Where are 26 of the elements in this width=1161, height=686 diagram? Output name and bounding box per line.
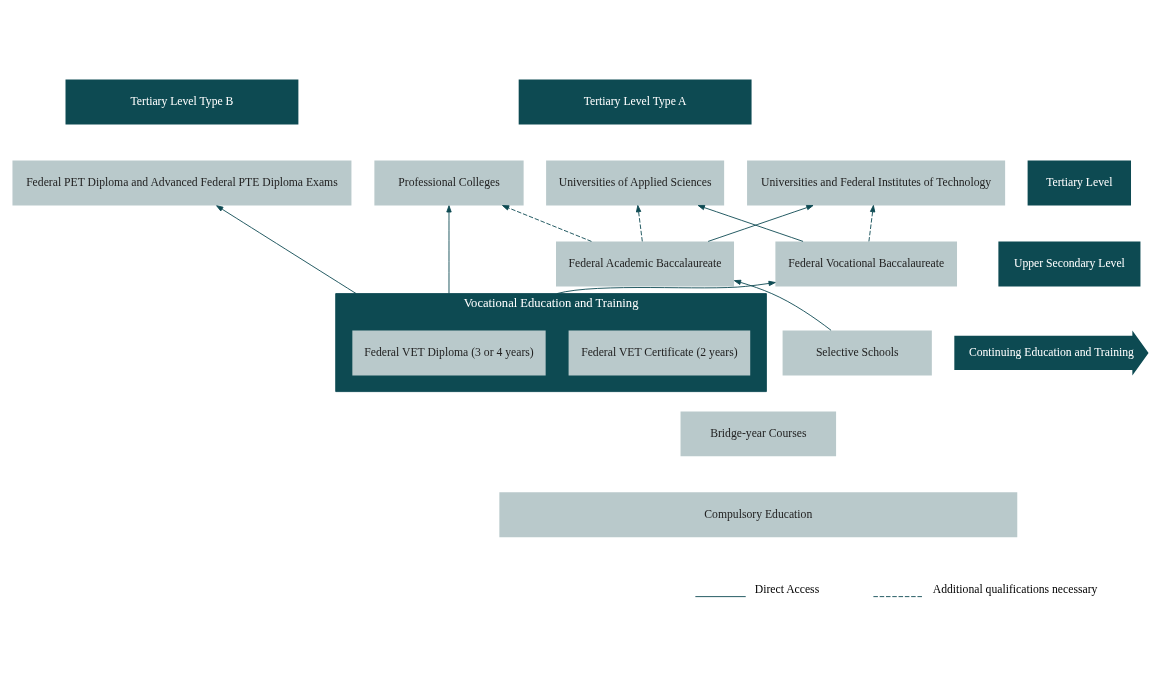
- node-box: Tertiary Level Type A: [518, 79, 752, 125]
- node-box: Tertiary Level Type B: [65, 79, 299, 125]
- arrow: [446, 204, 452, 294]
- node-box: Tertiary Level: [1027, 160, 1131, 205]
- node-box: Universities of Applied Sciences: [546, 160, 725, 205]
- node-box: Upper Secondary Level: [998, 240, 1141, 286]
- node-box: Federal Vocational Baccalaureate: [775, 240, 957, 286]
- node-box: Universities and Federal Institutes of Technology: [747, 160, 1006, 205]
- arrow: [216, 204, 357, 294]
- node-box: Bridge-year Courses: [680, 410, 837, 456]
- arrow: [502, 204, 592, 242]
- arrow: [707, 204, 814, 242]
- arrow: [868, 204, 876, 242]
- legend-label: Additional qualifications necessary: [932, 582, 1098, 596]
- node-box: Federal Academic Baccalaureate: [556, 240, 735, 286]
- node-box: Federal PET Diploma and Advanced Federal PTE Diploma Exams: [12, 160, 352, 205]
- arrow: [697, 204, 804, 242]
- node-box: Compulsory Education: [499, 491, 1018, 537]
- node-box: Selective Schools: [782, 329, 932, 375]
- node-box: Professional Colleges: [374, 160, 524, 205]
- arrow: [635, 204, 643, 242]
- arrow: [556, 280, 776, 294]
- node-box: Federal VET Diploma (3 or 4 years): [352, 329, 546, 375]
- legend-label: Direct Access: [754, 582, 820, 596]
- arrow: [733, 279, 832, 331]
- node-box: Federal VET Certificate (2 years): [568, 329, 751, 375]
